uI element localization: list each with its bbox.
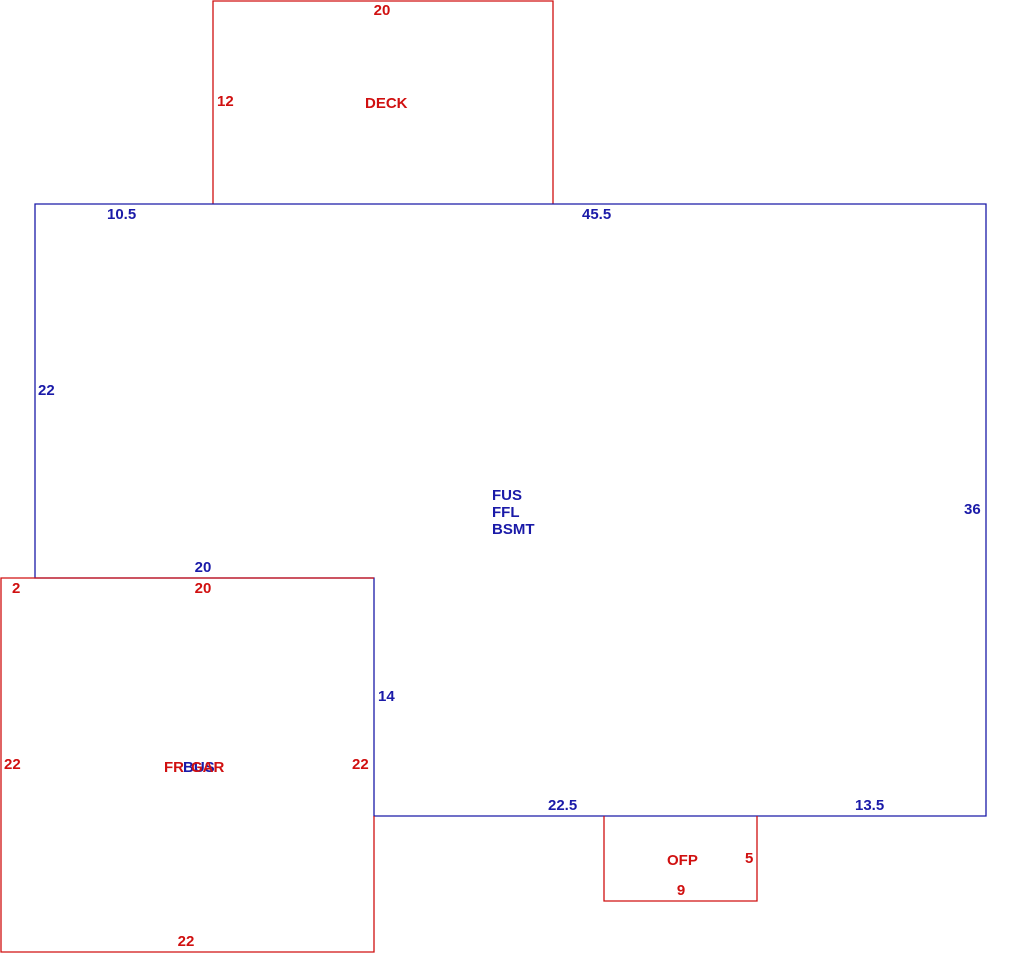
porch-outline — [603, 816, 758, 902]
main-right-dim: 36 — [964, 501, 981, 518]
garage-overlap-label: BUS — [183, 759, 215, 776]
garage-name-gar: GAR — [191, 759, 225, 776]
garage-left-dim: 22 — [4, 756, 21, 773]
main-area-label-2: FFL — [492, 504, 520, 521]
main-area-label-3: BSMT — [492, 521, 535, 538]
porch-bottom-dim: 9 — [677, 882, 685, 899]
porch-side-dim: 5 — [745, 850, 753, 867]
garage-right-dim: 22 — [352, 756, 369, 773]
garage-outline — [0, 577, 375, 953]
garage-bottom-dim: 22 — [178, 933, 195, 950]
garage-corner-dim: 2 — [12, 580, 20, 597]
deck-width-dim: 20 — [374, 2, 391, 19]
garage-top-dim: 20 — [195, 580, 212, 597]
main-left-dim: 22 — [38, 382, 55, 399]
deck-name: DECK — [365, 95, 408, 112]
main-area-label-1: FUS — [492, 487, 522, 504]
main-top-left-dim: 10.5 — [107, 206, 136, 223]
main-bottom-right-dim: 13.5 — [855, 797, 884, 814]
garage-name-fr: FR — [164, 759, 184, 776]
main-bottom-left-dim: 22.5 — [548, 797, 577, 814]
main-notch-side-dim: 14 — [378, 688, 395, 705]
main-notch-top-dim: 20 — [195, 559, 212, 576]
porch-name: OFP — [667, 852, 698, 869]
deck-depth-dim: 12 — [217, 93, 234, 110]
main-top-right-dim: 45.5 — [582, 206, 611, 223]
deck-outline — [212, 0, 554, 204]
